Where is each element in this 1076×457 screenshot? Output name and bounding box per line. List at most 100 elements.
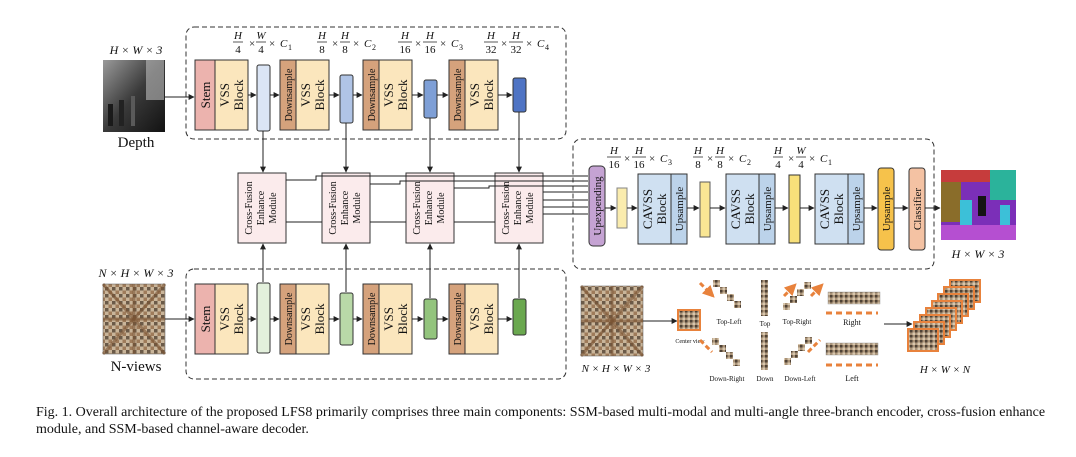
right-direction: Right: [826, 291, 881, 327]
svg-text:VSS: VSS: [298, 307, 313, 331]
top-left-direction: Top-Left: [698, 280, 741, 326]
svg-text:Down-Left: Down-Left: [784, 375, 815, 383]
architecture-diagram: H × W × 3 Depth Stem VSS Block Downsampl…: [98, 26, 1016, 383]
svg-text:×: ×: [249, 38, 255, 50]
svg-text:Upsample: Upsample: [762, 187, 774, 232]
decoder-dim-1: H 16 × H 16 × C 3: [607, 145, 672, 171]
svg-text:Top: Top: [760, 320, 771, 328]
svg-text:Module: Module: [268, 192, 279, 224]
svg-text:×: ×: [707, 153, 713, 165]
svg-text:H: H: [400, 30, 410, 42]
svg-text:×: ×: [415, 38, 421, 50]
svg-text:VSS: VSS: [381, 83, 396, 107]
cross-fusion-module-3: Cross-Fusion Enhance Module: [405, 172, 455, 244]
svg-text:×: ×: [788, 153, 794, 165]
views-downsample-3: Downsample: [362, 283, 380, 355]
stacked-views-output: [907, 279, 981, 352]
svg-text:Block: Block: [831, 193, 846, 225]
svg-text:H: H: [425, 30, 435, 42]
views-feature-1: [256, 282, 271, 354]
svg-text:16: 16: [400, 44, 412, 56]
output-dim: H × W × 3: [951, 247, 1005, 261]
svg-text:Enhance: Enhance: [513, 190, 524, 225]
svg-text:Module: Module: [436, 192, 447, 224]
depth-stem-block: Stem: [194, 59, 216, 131]
decoder-feature-3: [788, 174, 801, 244]
svg-text:VSS: VSS: [298, 83, 313, 107]
depth-dim-4: H 32 × H 32 × C 4: [484, 30, 549, 56]
depth-label: Depth: [118, 135, 155, 151]
decoder-dim-2: H 8 × H 8 × C 2: [693, 145, 751, 171]
svg-text:Block: Block: [742, 193, 757, 225]
svg-text:Module: Module: [352, 192, 363, 224]
cavss-block-3: CAVSS Block: [814, 173, 849, 245]
depth-dim-1: H 4 × W 4 × C 1: [233, 30, 292, 56]
skip-connections: [286, 175, 588, 223]
svg-text:Enhance: Enhance: [340, 190, 351, 225]
down-left-direction: Down-Left: [784, 337, 822, 383]
svg-text:VSS: VSS: [467, 307, 482, 331]
n-views-mosaic-image: [101, 283, 167, 355]
views-downsample-2: Downsample: [279, 283, 297, 355]
svg-text:Enhance: Enhance: [256, 190, 267, 225]
svg-text:Block: Block: [231, 303, 246, 335]
views-panel-output-dim: H × W × N: [919, 364, 971, 376]
svg-text:C: C: [739, 153, 747, 165]
svg-text:Down: Down: [756, 375, 774, 383]
decoder-dim-3: H 4 × W 4 × C 1: [773, 145, 832, 171]
svg-text:4: 4: [258, 44, 264, 56]
svg-text:Downsample: Downsample: [367, 292, 378, 345]
svg-text:Block: Block: [395, 79, 410, 111]
svg-text:×: ×: [332, 38, 338, 50]
svg-text:Enhance: Enhance: [424, 190, 435, 225]
svg-text:H: H: [233, 30, 243, 42]
svg-text:H: H: [634, 145, 644, 157]
svg-text:Cross-Fusion: Cross-Fusion: [412, 181, 423, 234]
cross-fusion-module-2: Cross-Fusion Enhance Module: [321, 172, 371, 244]
svg-text:Block: Block: [312, 303, 327, 335]
svg-text:×: ×: [440, 38, 446, 50]
svg-text:×: ×: [649, 153, 655, 165]
svg-text:8: 8: [342, 44, 348, 56]
depth-dim-3: H 16 × H 16 × C 3: [398, 30, 463, 56]
depth-input-dim: H × W × 3: [109, 43, 163, 57]
views-vss-block-3: VSS Block: [378, 283, 413, 355]
svg-text:W: W: [796, 145, 806, 157]
svg-text:Right: Right: [843, 318, 862, 327]
svg-text:Block: Block: [231, 79, 246, 111]
depth-dim-2: H 8 × H 8 × C 2: [317, 30, 376, 56]
svg-text:Block: Block: [481, 79, 496, 111]
top-direction: Top: [760, 280, 771, 328]
svg-text:Upexpending: Upexpending: [592, 176, 604, 236]
svg-text:Classifier: Classifier: [912, 188, 924, 230]
svg-text:3: 3: [459, 43, 463, 52]
svg-text:H: H: [511, 30, 521, 42]
svg-text:Center view: Center view: [675, 339, 705, 345]
segmentation-output-image: [941, 170, 1016, 240]
svg-text:Top-Right: Top-Right: [783, 318, 812, 326]
svg-text:4: 4: [545, 43, 549, 52]
depth-encoder-frame: [185, 26, 567, 140]
decoder-feature-1: [616, 187, 628, 229]
svg-text:C: C: [451, 38, 459, 50]
svg-text:Upsample: Upsample: [674, 187, 686, 232]
figure-caption: Fig. 1. Overall architecture of the prop…: [36, 405, 1046, 437]
decoder-upsample-1: Upsample: [670, 173, 688, 245]
left-direction: Left: [825, 342, 879, 383]
views-vss-block-4: VSS Block: [464, 283, 499, 355]
views-encoder-frame: [185, 268, 567, 380]
svg-text:H: H: [317, 30, 327, 42]
down-right-direction: Down-Right: [698, 338, 745, 383]
depth-image: [103, 60, 165, 132]
svg-text:Block: Block: [395, 303, 410, 335]
svg-text:16: 16: [425, 44, 437, 56]
svg-text:H: H: [486, 30, 496, 42]
depth-vss-block-2: VSS Block: [295, 59, 330, 131]
views-vss-block-2: VSS Block: [295, 283, 330, 355]
classifier-block: Classifier: [908, 167, 926, 251]
svg-text:32: 32: [511, 44, 522, 56]
svg-text:H: H: [693, 145, 703, 157]
svg-text:VSS: VSS: [217, 307, 232, 331]
views-downsample-4: Downsample: [448, 283, 466, 355]
svg-text:2: 2: [372, 43, 376, 52]
